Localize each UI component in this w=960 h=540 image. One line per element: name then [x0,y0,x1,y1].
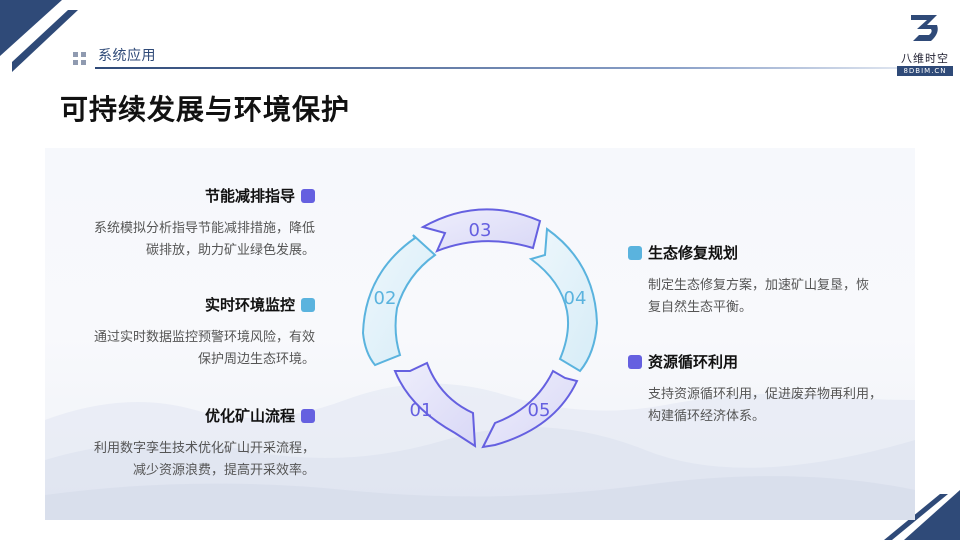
feature-desc-line: 碳排放，助力矿业绿色发展。 [145,243,315,258]
feature-desc-line: 复自然生态平衡。 [648,300,753,315]
feature-desc-line: 制定生态修复方案，加速矿山复垦，恢 [648,278,870,293]
purple-square-icon [301,188,315,203]
feature-desc-line: 利用数字孪生技术优化矿山开采流程， [93,441,315,456]
feature-description: 制定生态修复方案，加速矿山复垦，恢 复自然生态平衡。 [628,275,898,319]
corner-decoration-bottom-right [884,490,960,540]
feature-mining-optimization: 优化矿山流程 利用数字孪生技术优化矿山开采流程， 减少资源浪费，提高开采效率。 [45,405,315,482]
feature-title: 资源循环利用 [648,353,739,371]
feature-title: 优化矿山流程 [204,407,295,425]
feature-energy-saving: 节能减排指导 系统模拟分析指导节能减排措施，降低 碳排放，助力矿业绿色发展。 [45,185,315,262]
feature-desc-line: 系统模拟分析指导节能减排措施，降低 [93,221,315,236]
feature-description: 支持资源循环利用，促进废弃物再利用， 构建循环经济体系。 [628,384,898,428]
feature-title-row: 实时环境监控 [45,294,315,315]
brand-logo: 八维时空 8DBIM.CN [897,12,953,76]
feature-description: 通过实时数据监控预警环境风险，有效 保护周边生态环境。 [45,327,315,371]
feature-title: 生态修复规划 [648,244,739,262]
section-label: 系统应用 [98,48,156,64]
mountain-backdrop [45,383,915,520]
feature-env-monitoring: 实时环境监控 通过实时数据监控预警环境风险，有效 保护周边生态环境。 [45,294,315,371]
cycle-diagram: 01 02 03 04 05 [361,208,599,449]
purple-square-icon [628,354,642,369]
feature-desc-line: 构建循环经济体系。 [648,409,766,424]
logo-name: 八维时空 [901,52,949,65]
feature-resource-recycling: 资源循环利用 支持资源循环利用，促进废弃物再利用， 构建循环经济体系。 [628,351,898,428]
cycle-segment-04 [528,227,599,373]
blue-square-icon [628,245,642,260]
feature-title: 节能减排指导 [204,187,295,205]
cycle-segment-05 [481,369,579,449]
corner-decoration-top-left [0,0,78,72]
feature-title-row: 资源循环利用 [628,351,898,372]
section-grid-icon [73,52,87,66]
cycle-label-01: 01 [410,400,433,421]
cycle-segment-02 [361,234,437,367]
blue-square-icon [301,297,315,312]
cycle-label-05: 05 [528,400,551,421]
feature-description: 利用数字孪生技术优化矿山开采流程， 减少资源浪费，提高开采效率。 [45,438,315,482]
page-title: 可持续发展与环境保护 [60,93,351,126]
feature-title-row: 节能减排指导 [45,185,315,206]
feature-desc-line: 保护周边生态环境。 [197,352,315,367]
feature-title-row: 生态修复规划 [628,242,898,263]
logo-domain: 8DBIM.CN [897,66,953,76]
feature-title: 实时环境监控 [204,296,295,314]
feature-desc-line: 通过实时数据监控预警环境风险，有效 [93,330,315,345]
header-divider [95,67,920,69]
purple-square-icon [301,408,315,423]
cycle-segment-01 [393,361,477,448]
feature-desc-line: 减少资源浪费，提高开采效率。 [132,463,315,478]
cycle-label-03: 03 [469,220,492,241]
cycle-label-04: 04 [564,288,587,309]
feature-description: 系统模拟分析指导节能减排措施，降低 碳排放，助力矿业绿色发展。 [45,218,315,262]
cycle-segment-03 [420,208,542,253]
feature-desc-line: 支持资源循环利用，促进废弃物再利用， [648,387,883,402]
logo-mark-icon [911,15,938,41]
feature-title-row: 优化矿山流程 [45,405,315,426]
feature-eco-restoration: 生态修复规划 制定生态修复方案，加速矿山复垦，恢 复自然生态平衡。 [628,242,898,319]
cycle-label-02: 02 [374,288,397,309]
